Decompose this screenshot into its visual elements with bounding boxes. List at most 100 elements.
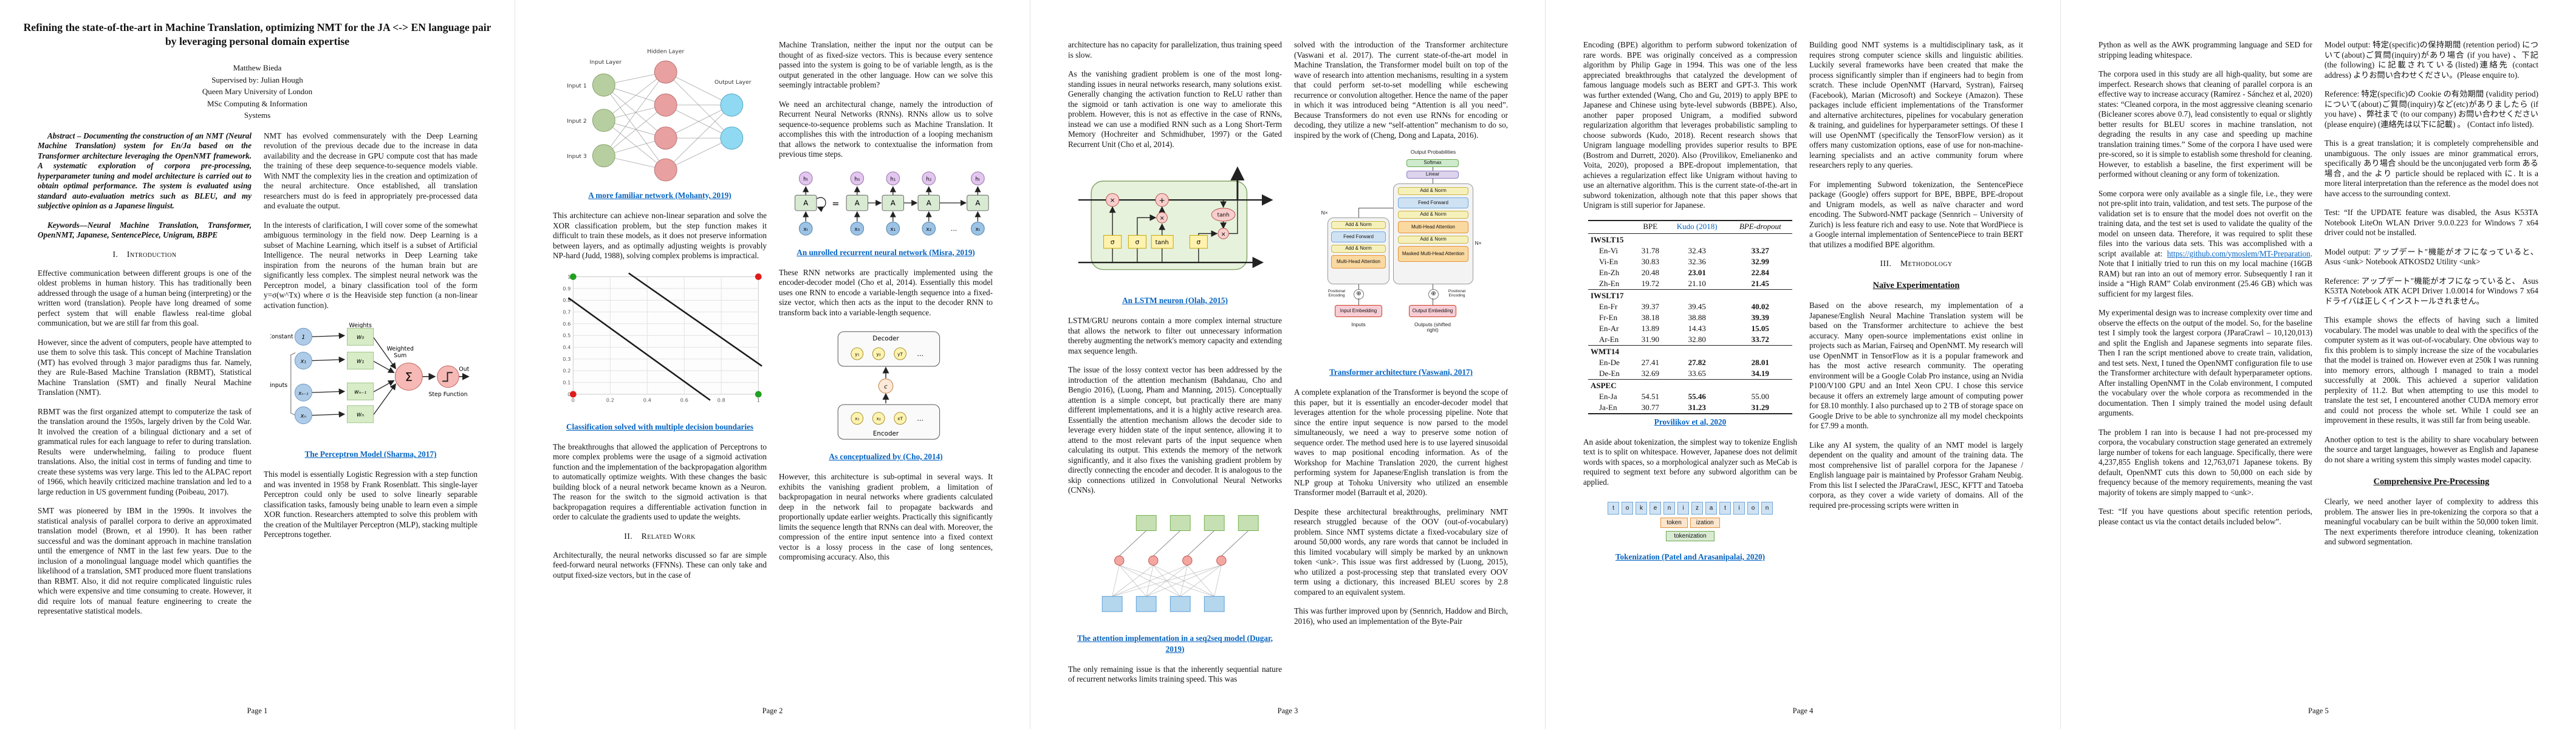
figure-neural-network: Input Layer Hidden Layer Output Layer In… bbox=[553, 44, 767, 185]
svg-text:wₙ: wₙ bbox=[357, 411, 365, 419]
add-norm-box: Add & Norm bbox=[1331, 245, 1386, 253]
author-line: Supervised by: Julian Hough bbox=[211, 75, 303, 84]
svg-text:y₁: y₁ bbox=[855, 351, 859, 357]
token-box: z bbox=[1691, 502, 1703, 515]
author-line: MSc Computing & Information bbox=[207, 98, 308, 108]
figure-caption-link[interactable]: Transformer architecture (Vaswani, 2017) bbox=[1329, 368, 1473, 377]
paragraph: This model is essentially Logistic Regre… bbox=[264, 470, 478, 539]
svg-text:x₀: x₀ bbox=[854, 227, 860, 233]
svg-text:Input Layer: Input Layer bbox=[590, 59, 622, 66]
page-2: Input Layer Hidden Layer Output Layer In… bbox=[515, 0, 1030, 729]
token-box: n bbox=[1761, 502, 1773, 515]
add-norm-box: Add & Norm bbox=[1398, 236, 1468, 244]
table-header[interactable]: Kudo (2018) bbox=[1665, 220, 1728, 234]
svg-text:0.5: 0.5 bbox=[563, 332, 570, 338]
svg-text:...: ... bbox=[951, 225, 957, 233]
author-line: Queen Mary University of London bbox=[202, 87, 313, 97]
paragraph: The breakthroughs that allowed the appli… bbox=[553, 442, 767, 522]
paragraph: The only remaining issue is that the inh… bbox=[1068, 664, 1282, 684]
svg-text:1: 1 bbox=[301, 334, 305, 341]
svg-text:xₙ: xₙ bbox=[300, 413, 307, 420]
svg-text:tanh: tanh bbox=[1156, 239, 1169, 246]
token-box: a bbox=[1705, 502, 1717, 515]
svg-text:0: 0 bbox=[572, 397, 575, 403]
svg-text:1: 1 bbox=[567, 273, 570, 279]
positional-encoding-label: Positional Encoding bbox=[1448, 289, 1466, 298]
subsection-heading: Comprehensive Pre-Processing bbox=[2373, 477, 2490, 487]
svg-text:0.8: 0.8 bbox=[563, 297, 570, 303]
figure-caption: As conceptualized by (Cho, 2014) bbox=[779, 451, 993, 462]
section-heading: I. Introduction bbox=[112, 249, 177, 259]
paragraph: Model output: 特定(specific)の保持期間 (retenti… bbox=[2324, 40, 2538, 80]
paragraph: Reference: アップデート"機能がオフになっていると、 Asus K53… bbox=[2324, 276, 2538, 306]
paragraph: Some corpora were only available as a si… bbox=[2098, 188, 2312, 298]
keywords-text: Keywords—Neural Machine Translation, Tra… bbox=[38, 220, 252, 240]
page-3: architecture has no capacity for paralle… bbox=[1030, 0, 1546, 729]
inputs-label: Inputs bbox=[1351, 321, 1366, 327]
svg-text:A: A bbox=[855, 198, 860, 207]
subsection-heading: Naïve Experimentation bbox=[1872, 281, 1960, 290]
svg-text:0.2: 0.2 bbox=[606, 397, 614, 403]
input-embedding-box: Input Embedding bbox=[1335, 305, 1382, 317]
paragraph: We need an architectural change, namely … bbox=[779, 99, 993, 159]
page-4: Encoding (BPE) algorithm to perform subw… bbox=[1546, 0, 2061, 729]
svg-text:Step Function: Step Function bbox=[428, 391, 467, 398]
paragraph: Clearly, we need another layer of comple… bbox=[2324, 497, 2538, 546]
svg-text:σ: σ bbox=[1196, 238, 1201, 246]
external-link[interactable]: https://github.com/ymoslem/MT-Preparatio… bbox=[2167, 248, 2311, 258]
word-token: tokenization bbox=[1666, 531, 1714, 541]
svg-text:0: 0 bbox=[567, 391, 570, 397]
paragraph: Model output: アップデート"機能がオフになっていると、 Asus … bbox=[2324, 247, 2538, 267]
paragraph: The corpora used in this study are all h… bbox=[2098, 69, 2312, 179]
figure-caption: Classification solved with multiple deci… bbox=[553, 422, 767, 433]
column-right: Building good NMT systems is a multidisc… bbox=[1809, 40, 2023, 572]
section-heading: III. Methodology bbox=[1880, 259, 1953, 268]
paragraph: An aside about tokenization, the simples… bbox=[1583, 437, 1797, 487]
inputs-label: inputs bbox=[270, 382, 287, 389]
page-number: Page 1 bbox=[247, 707, 268, 715]
svg-text:…: … bbox=[917, 415, 923, 423]
paragraph: However, this architecture is sub-optima… bbox=[779, 472, 993, 561]
paragraph: However, since the advent of computers, … bbox=[38, 337, 252, 397]
figure-caption-link[interactable]: Tokenization (Patel and Arasanipalai, 20… bbox=[1615, 552, 1766, 561]
figure-caption-link[interactable]: An unrolled recurrent neural network (Mi… bbox=[796, 247, 975, 257]
paragraph: The issue of the lossy context vector ha… bbox=[1068, 365, 1282, 495]
table-group-label: ASPEC bbox=[1588, 378, 1792, 391]
svg-text:0.4: 0.4 bbox=[643, 397, 651, 403]
figure-caption: Tokenization (Patel and Arasanipalai, 20… bbox=[1583, 552, 1797, 563]
figure-caption-link[interactable]: The Perceptron Model (Sharma, 2017) bbox=[304, 450, 437, 459]
paragraph: NMT has evolved commensurately with the … bbox=[264, 131, 478, 211]
column-right: Model output: 特定(specific)の保持期間 (retenti… bbox=[2324, 40, 2538, 556]
figure-caption-link[interactable]: An LSTM neuron (Olah, 2015) bbox=[1122, 296, 1228, 305]
paragraph: Test: “If you have questions about speci… bbox=[2098, 507, 2312, 526]
figure-caption-link[interactable]: Classification solved with multiple deci… bbox=[566, 422, 754, 431]
paragraph: Test: “If the UPDATE feature was disable… bbox=[2324, 208, 2538, 237]
token-box: k bbox=[1636, 502, 1647, 515]
column-left: Abstract – Documenting the construction … bbox=[38, 131, 252, 626]
svg-text:×: × bbox=[1221, 231, 1226, 238]
svg-text:A: A bbox=[975, 198, 980, 207]
figure-caption-link[interactable]: Provilikov et al, 2020 bbox=[1654, 417, 1727, 426]
svg-text:hₜ: hₜ bbox=[975, 176, 981, 182]
figure-caption-link[interactable]: The attention implementation in a seq2se… bbox=[1077, 633, 1273, 654]
column-left: Python as well as the AWK programming la… bbox=[2098, 40, 2312, 556]
figure-caption-link[interactable]: As conceptualized by (Cho, 2014) bbox=[829, 452, 943, 461]
paragraph: These RNN networks are practically imple… bbox=[779, 267, 993, 317]
figure-caption: The attention implementation in a seq2se… bbox=[1068, 633, 1282, 655]
token-box: i bbox=[1733, 502, 1745, 515]
paragraph: architecture has no capacity for paralle… bbox=[1068, 40, 1282, 60]
paragraph: As the vanishing gradient problem is one… bbox=[1068, 69, 1282, 149]
author-line: Matthew Bieda bbox=[233, 63, 282, 73]
page-5: Python as well as the AWK programming la… bbox=[2061, 0, 2576, 729]
feed-forward-box: Feed Forward bbox=[1398, 197, 1468, 208]
svg-text:Weighted: Weighted bbox=[387, 346, 414, 352]
figure-caption-link[interactable]: A more familiar network (Mohanty, 2019) bbox=[588, 191, 731, 200]
step-function-icon bbox=[442, 372, 453, 382]
svg-text:0.1: 0.1 bbox=[563, 379, 570, 385]
